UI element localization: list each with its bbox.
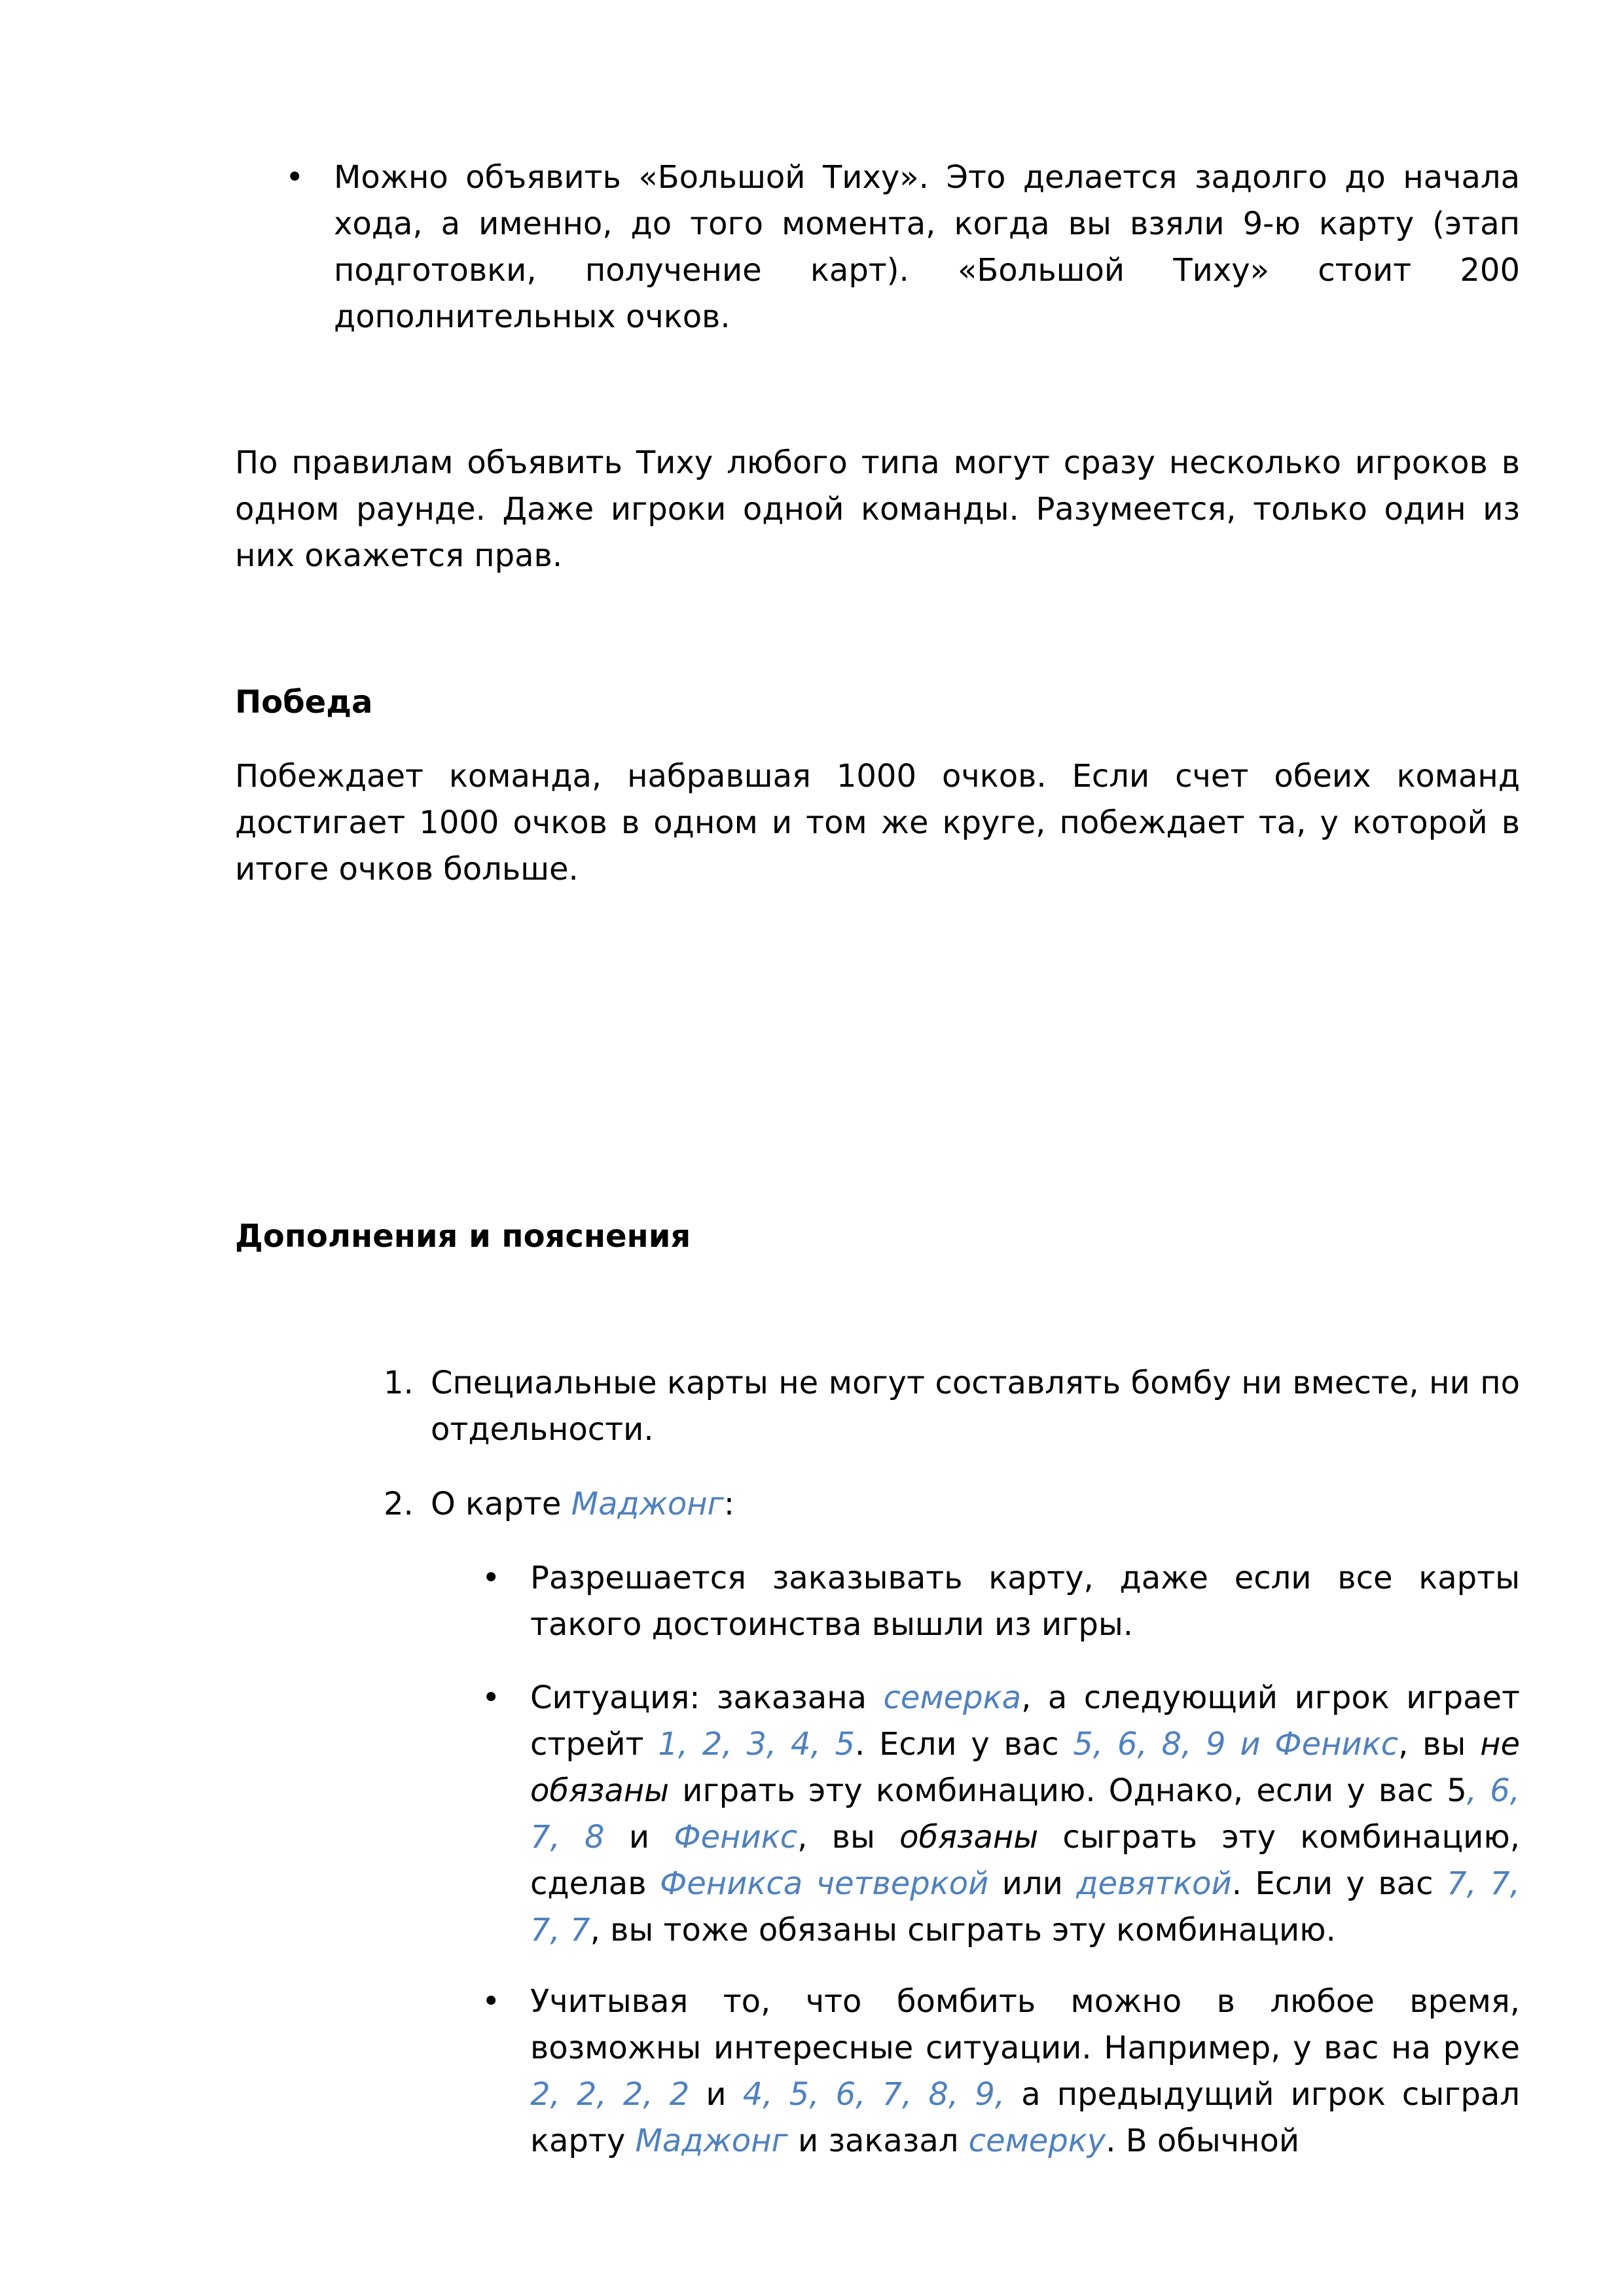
card-link[interactable]: 7, 7, 7, 7	[530, 1865, 1521, 1948]
text-run: . В обычной	[1106, 2123, 1300, 2159]
text-run: и	[604, 1819, 674, 1856]
text-run: играть эту комбинацию. Однако, если у ва…	[669, 1772, 1467, 1809]
card-link[interactable]: семерку	[968, 2123, 1106, 2159]
text-run: :	[723, 1486, 735, 1522]
text-run: По правилам объявить Тиху любого типа мо…	[235, 444, 1520, 574]
card-link[interactable]: 2, 2, 2, 2	[530, 2076, 690, 2113]
card-link[interactable]: 1, 2, 3, 4, 5	[658, 1726, 856, 1763]
sub-item-3: Учитывая то, что бомбить можно в любое в…	[530, 1979, 1520, 2164]
text-run: Можно объявить «Большой Тиху». Это делае…	[334, 159, 1520, 335]
card-link[interactable]: Маджонг	[571, 1486, 724, 1522]
text-run: или	[988, 1865, 1077, 1902]
paragraph-tichu: По правилам объявить Тиху любого типа мо…	[235, 440, 1520, 579]
text-run: и заказал	[787, 2123, 969, 2159]
bullet-marker: •	[482, 1560, 501, 1596]
card-link[interactable]: Феникса четверкой	[659, 1865, 989, 1902]
text-run: , вы тоже обязаны сыграть эту комбинацию…	[590, 1912, 1336, 1948]
text-run: сыграть эту комбинацию, сделав	[530, 1819, 1520, 1902]
text-run: Разрешается заказывать карту, даже если …	[530, 1560, 1520, 1643]
text-run: , вы	[797, 1819, 900, 1856]
bullet-paragraph: Можно объявить «Большой Тиху». Это делае…	[334, 154, 1520, 340]
text-run: и	[689, 2076, 743, 2113]
list-item-2: О карте Маджонг:	[431, 1481, 1520, 1528]
text-run: , вы	[1398, 1726, 1481, 1763]
card-link[interactable]: , 6, 7, 8	[530, 1772, 1521, 1856]
bullet-marker: •	[285, 159, 304, 196]
bullet-marker: •	[482, 1983, 501, 2020]
card-link[interactable]: Феникс	[674, 1819, 798, 1856]
text-run: , а следующий игрок играет стрейт	[530, 1679, 1521, 1763]
card-link[interactable]: Маджонг	[635, 2123, 788, 2159]
list-number: 2.	[384, 1486, 414, 1522]
text-run: . Если у вас	[1231, 1865, 1447, 1902]
emphasis-text: не обязаны	[530, 1726, 1520, 1809]
text-run: Ситуация: заказана	[530, 1679, 884, 1716]
sub-item-1: Разрешается заказывать карту, даже если …	[530, 1555, 1520, 1648]
text-run: . Если у вас	[855, 1726, 1074, 1763]
paragraph-victory: Побеждает команда, набравшая 1000 очков.…	[235, 753, 1520, 893]
list-item-1: Специальные карты не могут составлять бо…	[431, 1360, 1520, 1453]
sub-item-2: Ситуация: заказана семерка, а следующий …	[530, 1675, 1520, 1954]
text-run: Побеждает команда, набравшая 1000 очков.…	[235, 758, 1520, 888]
heading-additions: Дополнения и пояснения	[235, 1218, 691, 1255]
card-link[interactable]: семерка	[883, 1679, 1022, 1716]
text-run: а предыдущий игрок сыграл карту	[530, 2076, 1520, 2159]
emphasis-text: обязаны	[899, 1819, 1039, 1856]
bullet-marker: •	[482, 1679, 501, 1716]
text-run: Учитывая то, что бомбить можно в любое в…	[530, 1983, 1520, 2066]
card-link[interactable]: девяткой	[1076, 1865, 1232, 1902]
card-link[interactable]: 5, 6, 8, 9 и Феникс	[1073, 1726, 1399, 1763]
heading-victory: Победа	[235, 684, 373, 721]
text-run: Специальные карты не могут составлять бо…	[431, 1365, 1520, 1448]
card-link[interactable]: 4, 5, 6, 7, 8, 9,	[742, 2076, 1005, 2113]
text-run: О карте	[431, 1486, 571, 1522]
list-number: 1.	[384, 1365, 414, 1401]
